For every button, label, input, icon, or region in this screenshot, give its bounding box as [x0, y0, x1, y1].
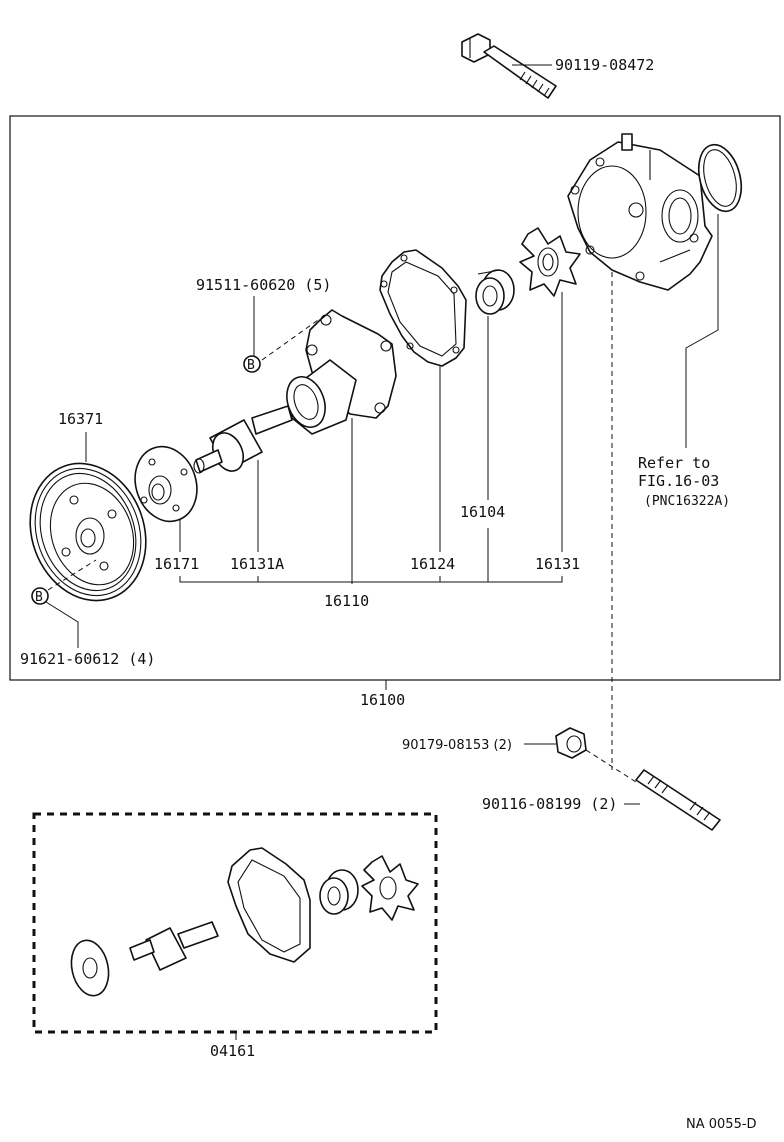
shaft-bearing-drawing[interactable]	[193, 405, 293, 476]
label-bolt-b: 91511-60620 (5)	[196, 276, 331, 294]
label-seat: 16171	[154, 555, 199, 573]
kit-seal-drawing[interactable]	[319, 869, 359, 915]
stud-drawing[interactable]	[635, 769, 721, 831]
assembly-box	[9, 115, 781, 681]
pump-body-drawing[interactable]	[280, 309, 397, 435]
label-pump-body: 16110	[324, 592, 369, 610]
refer-line-1: Refer to	[638, 454, 710, 472]
gasket-drawing[interactable]	[379, 249, 467, 367]
marker-b-lower: B	[31, 587, 49, 605]
kit-seat-drawing[interactable]	[67, 937, 114, 999]
rotor-drawing[interactable]	[519, 227, 581, 297]
label-stud: 90116-08199 (2)	[482, 795, 617, 813]
label-pulley-bolt: 91621-60612 (4)	[20, 650, 155, 668]
label-seal: 16104	[460, 503, 505, 521]
bolt-top-drawing[interactable]	[461, 33, 557, 99]
label-nut: 90179-08153 (2)	[402, 738, 512, 753]
seal-drawing[interactable]	[475, 269, 515, 315]
label-assembly: 16100	[360, 691, 405, 709]
label-kit: 04161	[210, 1042, 255, 1060]
marker-b-lower-text: B	[35, 590, 43, 605]
nut-drawing[interactable]	[555, 727, 587, 759]
footer-code: NA 0055-D	[686, 1117, 757, 1132]
o-ring-drawing[interactable]	[692, 140, 748, 216]
kit-gasket-drawing[interactable]	[227, 847, 311, 963]
marker-b-upper-text: B	[247, 358, 255, 373]
label-rotor: 16131	[535, 555, 580, 573]
kit-rotor-drawing[interactable]	[361, 855, 419, 921]
kit-box	[32, 812, 438, 1034]
kit-shaft-drawing[interactable]	[129, 921, 219, 971]
label-bolt-top: 90119-08472	[555, 56, 654, 74]
label-pulley: 16371	[58, 410, 103, 428]
pulley-drawing[interactable]	[11, 447, 164, 617]
label-shaft: 16131A	[230, 555, 284, 573]
refer-line-2: FIG.16-03	[638, 472, 719, 490]
label-gasket: 16124	[410, 555, 455, 573]
seat-flange-drawing[interactable]	[126, 439, 207, 530]
water-pump-housing-drawing[interactable]	[567, 133, 713, 291]
refer-line-3: (PNC16322A)	[644, 494, 730, 509]
marker-b-upper: B	[243, 355, 261, 373]
